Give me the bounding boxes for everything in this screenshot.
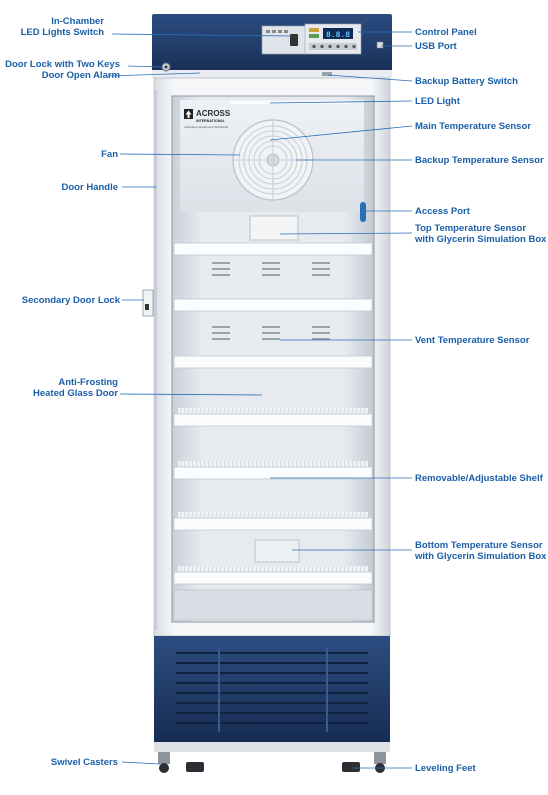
control-panel[interactable]: 8.8.8: [304, 23, 362, 55]
shelf: [173, 571, 373, 585]
label-door-open-alarm: Door Open Alarm: [41, 70, 120, 81]
door: ACROSS INTERNATIONAL Laboratory Equipmen…: [142, 77, 391, 637]
shelf: [173, 517, 373, 531]
vent-grille-upper: [212, 262, 330, 276]
label-usb-port: USB Port: [415, 41, 457, 52]
label-backup-temp-sensor: Backup Temperature Sensor: [415, 155, 544, 166]
svg-text:INTERNATIONAL: INTERNATIONAL: [196, 119, 226, 123]
bottom-sensor-box: [254, 539, 300, 563]
usb-port[interactable]: [376, 41, 384, 49]
shelf: [173, 413, 373, 427]
led-switch[interactable]: [290, 34, 298, 46]
label-main-temp-sensor: Main Temperature Sensor: [415, 121, 531, 132]
label-access-port: Access Port: [415, 206, 470, 217]
shelves: [173, 242, 373, 585]
brand-logo: ACROSS INTERNATIONAL Laboratory Equipmen…: [184, 109, 231, 129]
label-door-lock-keys: Door Lock with Two Keys: [5, 59, 120, 70]
led-switch-panel: [261, 25, 307, 55]
top-sensor-box: [249, 215, 299, 241]
shelf: [173, 355, 373, 369]
label-removable-shelf: Removable/Adjustable Shelf: [415, 473, 543, 484]
access-port[interactable]: [360, 202, 366, 222]
vent-grille-lower: [212, 326, 330, 340]
machine-compartment: [154, 636, 390, 752]
swivel-casters: [158, 752, 386, 773]
label-fan: Fan: [101, 149, 118, 160]
secondary-door-lock[interactable]: [142, 289, 154, 317]
svg-text:Laboratory Equipment Worldwide: Laboratory Equipment Worldwide: [184, 125, 229, 129]
shelf: [173, 242, 373, 256]
label-control-panel: Control Panel: [415, 27, 477, 38]
label-secondary-door-lock: Secondary Door Lock: [21, 295, 120, 306]
svg-text:ACROSS: ACROSS: [196, 109, 231, 118]
label-vent-temp-sensor: Vent Temperature Sensor: [415, 335, 530, 346]
label-led-light: LED Light: [415, 96, 460, 107]
label-leveling-feet: Leveling Feet: [415, 763, 476, 774]
shelf: [173, 466, 373, 480]
control-housing: 8.8.8: [152, 14, 392, 78]
door-handle[interactable]: [154, 90, 157, 630]
backup-battery-switch[interactable]: [322, 72, 332, 76]
label-backup-battery-switch: Backup Battery Switch: [415, 76, 518, 87]
label-swivel-casters: Swivel Casters: [50, 757, 118, 768]
leader-lines: [107, 31, 413, 769]
temperature-readout: 8.8.8: [326, 31, 350, 40]
shelf: [173, 298, 373, 312]
leveling-feet: [186, 762, 360, 772]
label-door-handle: Door Handle: [61, 182, 118, 193]
